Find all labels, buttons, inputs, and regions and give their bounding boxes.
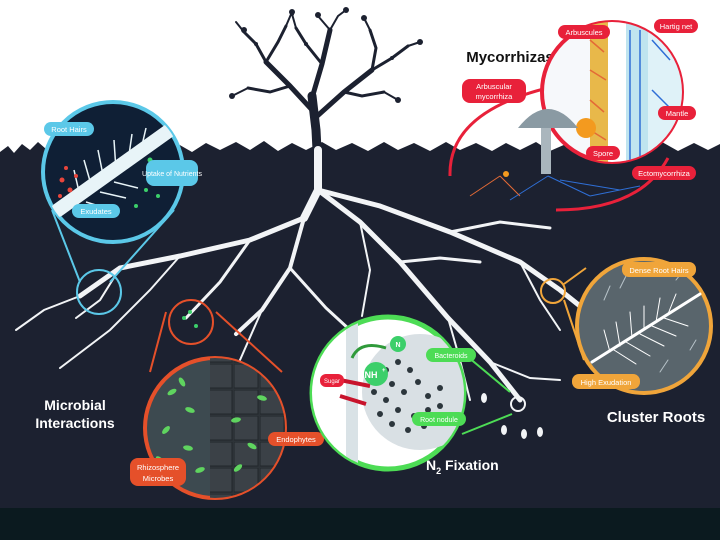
label-arbuscules: Arbuscules	[565, 28, 602, 37]
label-microbes: Microbes	[143, 474, 174, 483]
microbial-callout: Endophytes Rhizosphere Microbes	[130, 299, 324, 500]
label-nh-plus: +	[382, 368, 386, 374]
label-nh: NH	[365, 370, 378, 380]
label-sugar: Sugar	[324, 379, 340, 385]
n2-title-sub: 2	[436, 466, 441, 476]
label-n-molecule: N	[395, 342, 400, 349]
mycorrhizas-title: Mycorrhizas	[466, 49, 554, 66]
label-mantle: Mantle	[666, 109, 689, 118]
hyphae-icon	[509, 175, 641, 201]
n2-title-main: N	[426, 457, 436, 473]
n2-title-rest: Fixation	[441, 457, 499, 473]
cluster-roots-callout: Dense Root Hairs High Exudation	[540, 257, 713, 395]
cluster-roots-title: Cluster Roots	[607, 409, 705, 426]
bottom-band	[0, 508, 720, 540]
label-exudates: Exudates	[80, 207, 112, 216]
label-spore: Spore	[593, 149, 613, 158]
mushroom-cap-icon	[518, 109, 578, 128]
root-nodules-icon	[481, 393, 543, 439]
label-bacteroids: Bacteroids	[434, 353, 468, 360]
label-uptake-of-nutrients: Uptake of Nutrients	[142, 171, 202, 178]
label-arbuscular: Arbuscular	[476, 82, 512, 91]
root-anatomy-zoom-ring	[76, 269, 122, 315]
root-anatomy-callout: Root Hairs Uptake of Nutrients Exudates	[41, 100, 202, 315]
label-mycorrhiza: mycorrhiza	[476, 92, 514, 101]
mycorrhizas-callout: Arbuscules Hartig net Arbuscular mycorrh…	[448, 19, 698, 212]
mushroom-stem-icon	[541, 128, 551, 174]
microbial-zoom-ring	[168, 299, 214, 345]
label-high-exudation: High Exudation	[581, 378, 632, 387]
cluster-zoom-ring	[540, 278, 566, 304]
label-root-nodule: Root nodule	[420, 417, 458, 424]
label-root-hairs: Root Hairs	[51, 125, 87, 134]
label-hartig-net: Hartig net	[660, 22, 693, 31]
microbial-title-line1: Microbial	[44, 397, 105, 413]
tree-leaves	[229, 7, 423, 103]
root-system	[15, 146, 641, 403]
n2-fixation-title: N2 Fixation	[426, 457, 499, 476]
label-dense-root-hairs: Dense Root Hairs	[629, 266, 688, 275]
root-anatomy-title: Root Anatomy	[65, 75, 160, 91]
microbial-title-line2: Interactions	[35, 415, 115, 431]
label-ectomycorrhiza: Ectomycorrhiza	[638, 169, 691, 178]
label-endophytes: Endophytes	[276, 435, 316, 444]
label-rhizosphere: Rhizosphere	[137, 463, 179, 472]
